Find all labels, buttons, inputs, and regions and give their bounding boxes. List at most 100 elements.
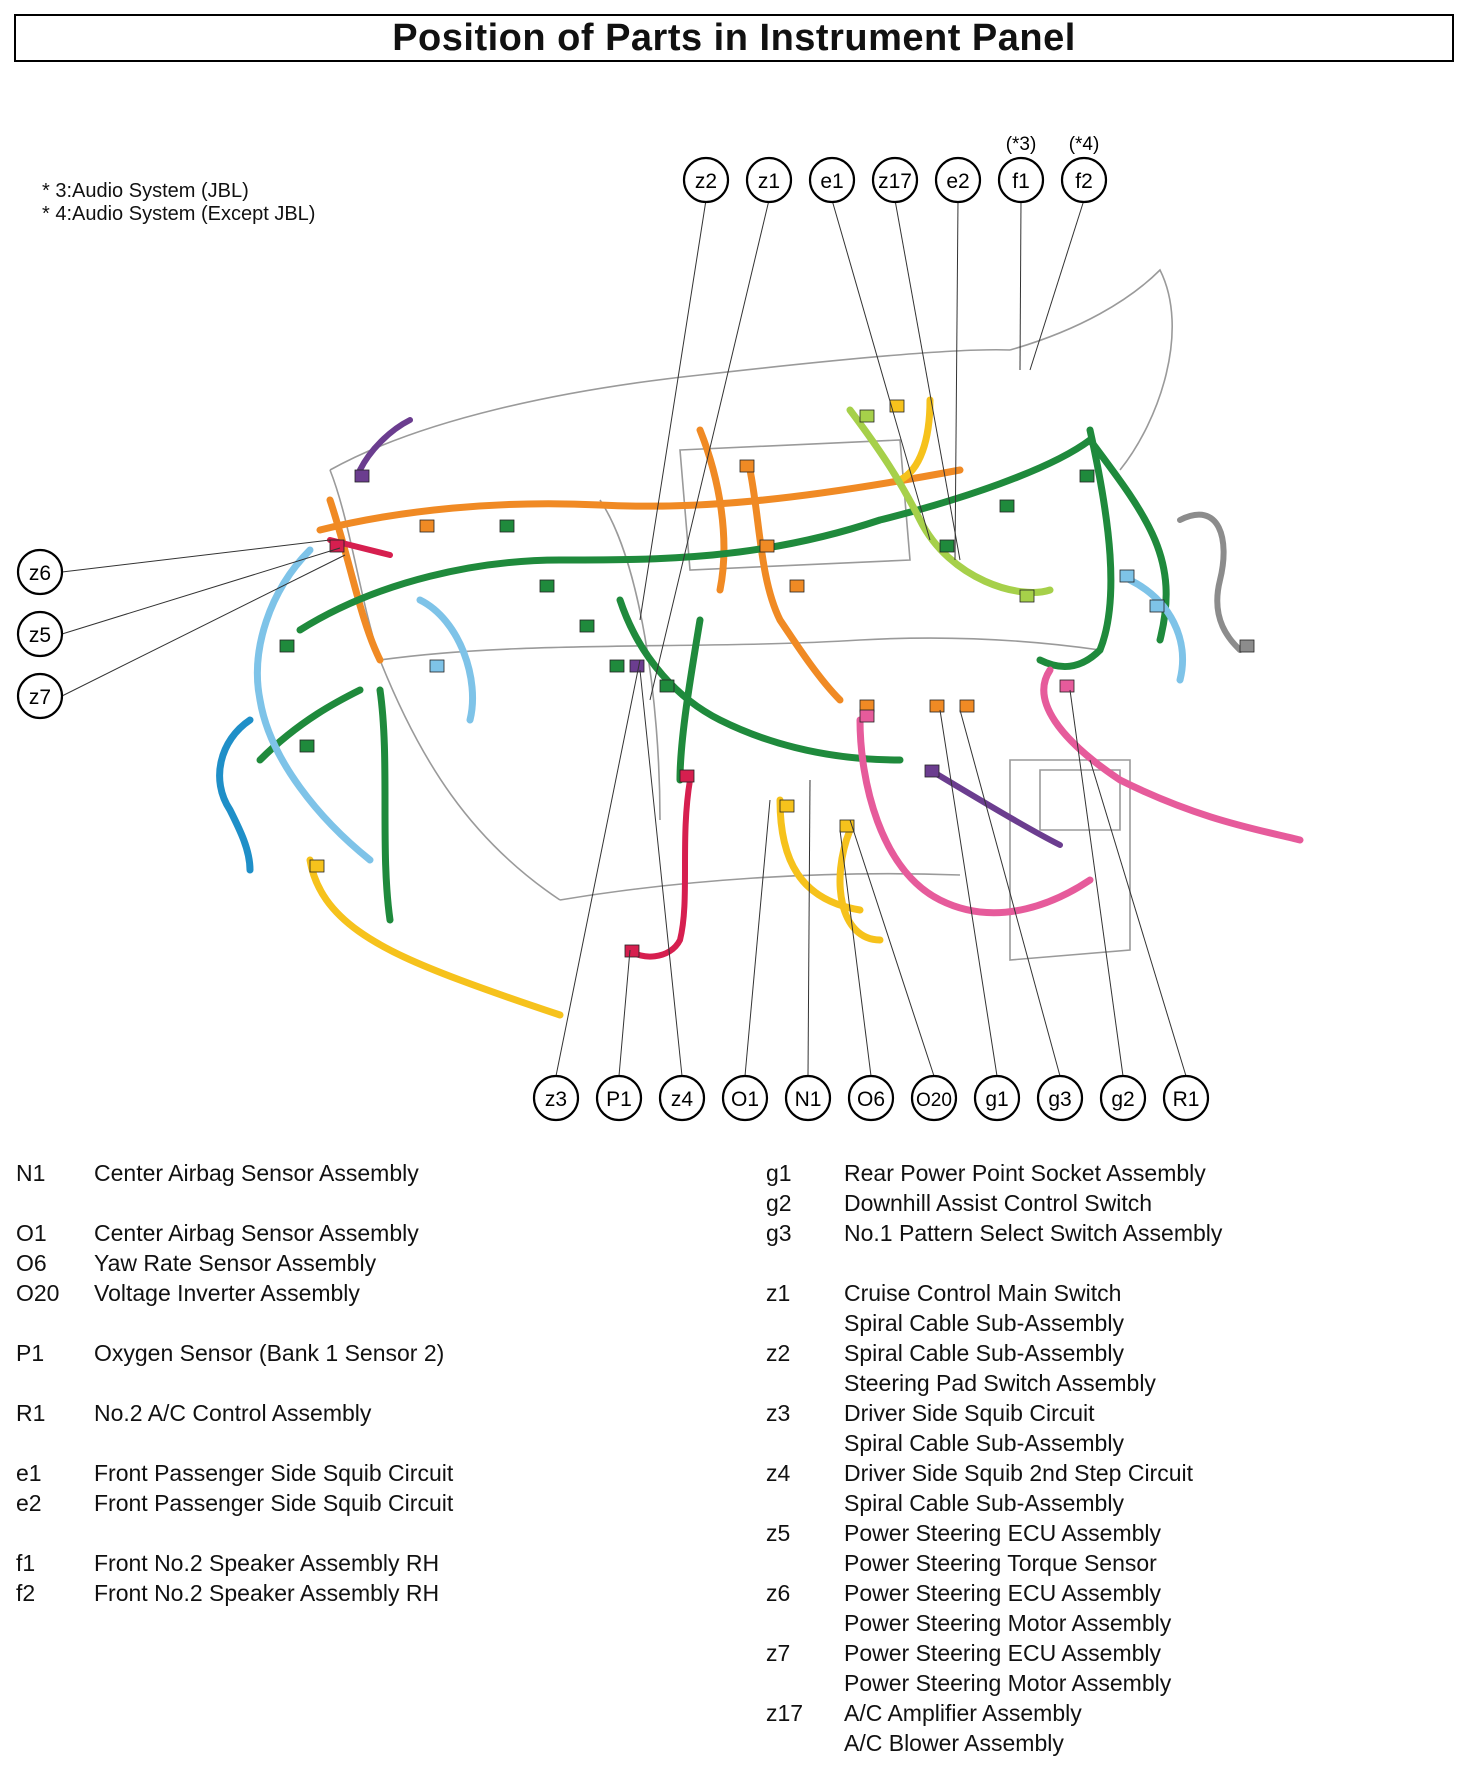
harness-blue — [216, 716, 254, 874]
harness-purple — [357, 417, 1063, 848]
legend-entry: O20 Voltage Inverter Assembly — [16, 1278, 453, 1308]
legend-entry: f2 Front No.2 Speaker Assembly RH — [16, 1578, 453, 1608]
legend-description: Front No.2 Speaker Assembly RH — [94, 1550, 440, 1576]
legend-gap — [16, 1188, 453, 1218]
legend-description: Front Passenger Side Squib Circuit — [94, 1460, 454, 1486]
legend-code: z4 — [766, 1460, 791, 1486]
callout-g2: g2 — [1099, 1074, 1147, 1122]
callout-label: z3 — [545, 1088, 567, 1111]
callout-z6: z6 — [16, 548, 64, 596]
callout-label: e1 — [820, 170, 843, 193]
callout-label: z7 — [29, 686, 51, 709]
callout-label: f1 — [1012, 170, 1030, 193]
callout-e1: e1 — [808, 156, 856, 204]
legend-code: z3 — [766, 1400, 791, 1426]
harness-gray — [1177, 511, 1243, 653]
legend-entry: z5 Power Steering ECU Assembly — [766, 1518, 1222, 1548]
legend-entry: Power Steering Torque Sensor — [766, 1548, 1222, 1578]
harness-yellow — [306, 396, 934, 1019]
legend-code: z7 — [766, 1640, 791, 1666]
callout-f2: f2 (*4) — [1060, 134, 1108, 204]
legend-code — [766, 1308, 844, 1338]
callout-label: f2 — [1075, 170, 1093, 193]
legend-entry: Steering Pad Switch Assembly — [766, 1368, 1222, 1398]
legend-entry: A/C Blower Assembly — [766, 1728, 1222, 1758]
legend-code: z5 — [766, 1520, 791, 1546]
legend-code — [766, 1368, 844, 1398]
legend-code: g2 — [766, 1190, 792, 1216]
legend-code: O1 — [16, 1220, 47, 1246]
callout-label: g3 — [1048, 1088, 1071, 1111]
callout-z1: z1 — [745, 156, 793, 204]
callout-z3: z3 — [532, 1074, 580, 1122]
harness-green — [256, 426, 1170, 924]
callout-O20: O20 — [910, 1074, 958, 1122]
callout-label: z2 — [695, 170, 717, 193]
legend-description: Spiral Cable Sub-Assembly — [844, 1430, 1124, 1456]
legend-description: Cruise Control Main Switch — [844, 1280, 1122, 1306]
harness-orange — [316, 426, 964, 704]
legend-description: Front Passenger Side Squib Circuit — [94, 1490, 454, 1516]
callout-label: R1 — [1173, 1088, 1200, 1111]
legend-code: f2 — [16, 1580, 36, 1606]
callout-f1: f1 (*3) — [997, 134, 1045, 204]
legend-description: Spiral Cable Sub-Assembly — [844, 1310, 1124, 1336]
dashboard-outline — [329, 268, 1173, 961]
legend-code: R1 — [16, 1400, 46, 1426]
legend-code: g3 — [766, 1220, 792, 1246]
callout-label: P1 — [606, 1088, 632, 1111]
callouts-left: z6 z5 z7 — [16, 548, 64, 720]
legend-description: Voltage Inverter Assembly — [94, 1280, 360, 1306]
legend-description: Front No.2 Speaker Assembly RH — [94, 1580, 440, 1606]
legend-code — [766, 1608, 844, 1638]
note-except-jbl: * 4:Audio System (Except JBL) — [42, 203, 316, 225]
legend-entry: Spiral Cable Sub-Assembly — [766, 1308, 1222, 1338]
callout-label: z4 — [671, 1088, 694, 1111]
callout-z5: z5 — [16, 610, 64, 658]
legend-entry: R1 No.2 A/C Control Assembly — [16, 1398, 453, 1428]
callout-label: O20 — [916, 1090, 952, 1111]
legend-description: Power Steering ECU Assembly — [844, 1580, 1162, 1606]
legend-entry: Spiral Cable Sub-Assembly — [766, 1428, 1222, 1458]
legend-description: Downhill Assist Control Switch — [844, 1190, 1153, 1216]
harness-light-blue — [254, 546, 1187, 864]
legend-description: Steering Pad Switch Assembly — [844, 1370, 1156, 1396]
legend-description: Driver Side Squib 2nd Step Circuit — [844, 1460, 1193, 1486]
legend-description: Rear Power Point Socket Assembly — [844, 1160, 1206, 1186]
callouts-bottom: z3 P1 z4 O1 N1 O6 O20 g1 — [532, 1074, 1210, 1122]
callout-label: e2 — [946, 170, 969, 193]
legend-code: O6 — [16, 1250, 47, 1276]
harness-pink — [856, 666, 1304, 917]
legend-description: Power Steering ECU Assembly — [844, 1520, 1162, 1546]
callout-label: g2 — [1111, 1088, 1134, 1111]
legend-description: No.2 A/C Control Assembly — [94, 1400, 372, 1426]
legend-gap — [16, 1518, 453, 1548]
legend-description: A/C Amplifier Assembly — [844, 1700, 1082, 1726]
legend-entry: Spiral Cable Sub-Assembly — [766, 1488, 1222, 1518]
instrument-panel-diagram: z2 z1 e1 z17 e2 f1 (*3) f2 (*4) — [16, 134, 1304, 1122]
legend-code: e2 — [16, 1490, 42, 1516]
legend-code: O20 — [16, 1280, 60, 1306]
callout-P1: P1 — [595, 1074, 643, 1122]
callout-label: g1 — [985, 1088, 1008, 1111]
legend-description: Spiral Cable Sub-Assembly — [844, 1340, 1124, 1366]
callout-z17: z17 — [871, 156, 919, 204]
legend-description: Power Steering Motor Assembly — [844, 1670, 1172, 1696]
legend-gap — [16, 1368, 453, 1398]
legend-gap — [16, 1308, 453, 1338]
legend-entry: e2 Front Passenger Side Squib Circuit — [16, 1488, 453, 1518]
legend-code: z1 — [766, 1280, 791, 1306]
legend-description: Power Steering Torque Sensor — [844, 1550, 1157, 1576]
legend-gap — [16, 1428, 453, 1458]
